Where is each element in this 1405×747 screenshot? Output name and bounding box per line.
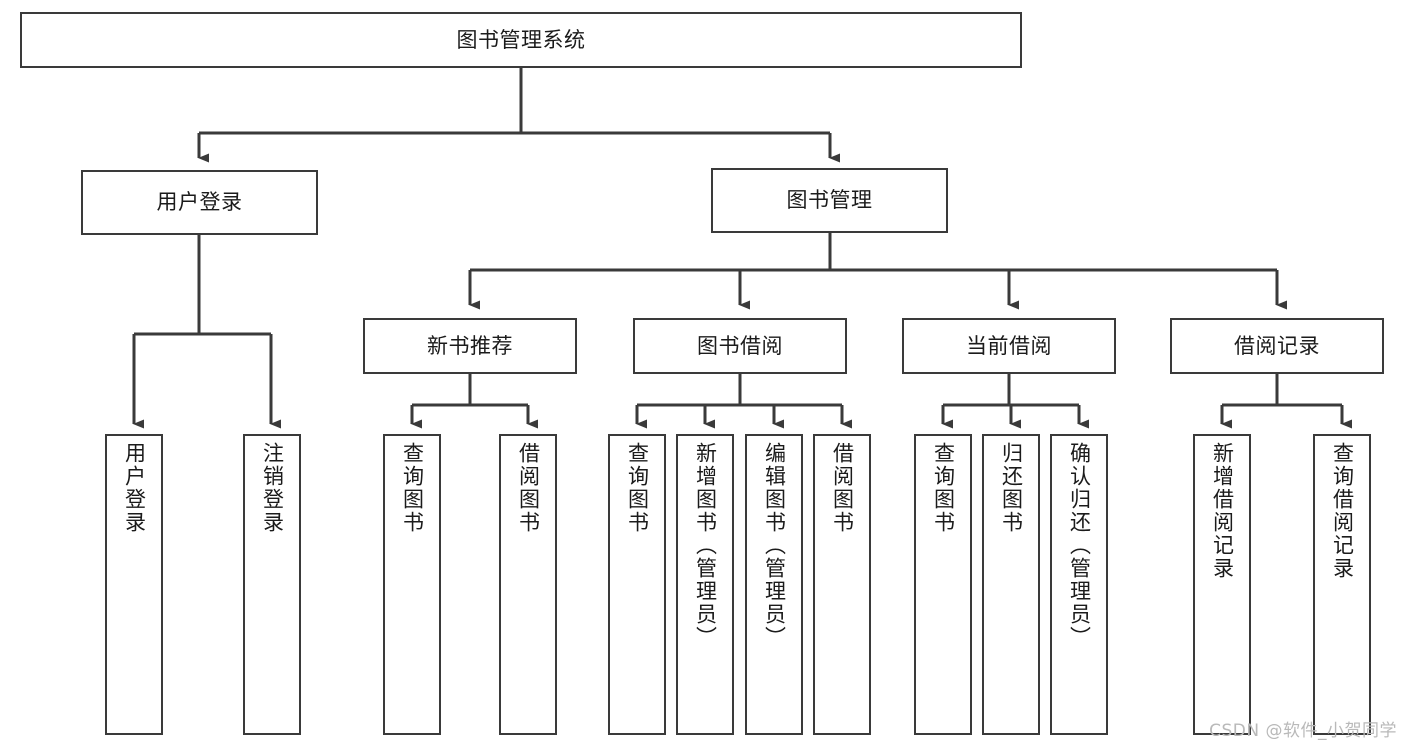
leaf-borrow-book-1[interactable]: 借阅图书 bbox=[499, 434, 557, 735]
leaf-query-book-2[interactable]: 查询图书 bbox=[608, 434, 666, 735]
watermark-text: CSDN @软件_小贺同学 bbox=[1209, 721, 1397, 741]
leaf-user-logout[interactable]: 注销登录 bbox=[243, 434, 301, 735]
node-current-borrow[interactable]: 当前借阅 bbox=[902, 318, 1116, 374]
node-label: 图书管理系统 bbox=[456, 27, 586, 52]
node-root-system[interactable]: 图书管理系统 bbox=[20, 12, 1022, 68]
leaf-confirm-return-admin[interactable]: 确认归还（管理员） bbox=[1050, 434, 1108, 735]
node-label: 图书借阅 bbox=[697, 333, 783, 358]
node-label: 新书推荐 bbox=[427, 333, 513, 358]
node-label: 查询图书 bbox=[931, 442, 956, 534]
leaf-add-borrow-record[interactable]: 新增借阅记录 bbox=[1193, 434, 1251, 735]
node-label: 查询借阅记录 bbox=[1330, 442, 1355, 580]
node-label: 借阅图书 bbox=[516, 442, 541, 534]
node-label: 查询图书 bbox=[400, 442, 425, 534]
node-label: 用户登录 bbox=[122, 442, 147, 534]
node-label: 注销登录 bbox=[260, 442, 285, 534]
node-label: 当前借阅 bbox=[966, 333, 1052, 358]
leaf-query-book-1[interactable]: 查询图书 bbox=[383, 434, 441, 735]
leaf-add-book-admin[interactable]: 新增图书（管理员） bbox=[676, 434, 734, 735]
node-label: 编辑图书（管理员） bbox=[762, 442, 787, 649]
node-label: 新增图书（管理员） bbox=[693, 442, 718, 649]
leaf-return-book[interactable]: 归还图书 bbox=[982, 434, 1040, 735]
node-label: 确认归还（管理员） bbox=[1067, 442, 1092, 649]
node-book-borrow[interactable]: 图书借阅 bbox=[633, 318, 847, 374]
leaf-borrow-book-2[interactable]: 借阅图书 bbox=[813, 434, 871, 735]
node-label: 图书管理 bbox=[786, 188, 873, 213]
node-label: 借阅记录 bbox=[1234, 333, 1320, 358]
leaf-query-borrow-record[interactable]: 查询借阅记录 bbox=[1313, 434, 1371, 735]
node-label: 查询图书 bbox=[625, 442, 650, 534]
node-new-book-recommend[interactable]: 新书推荐 bbox=[363, 318, 577, 374]
node-label: 借阅图书 bbox=[830, 442, 855, 534]
leaf-query-book-3[interactable]: 查询图书 bbox=[914, 434, 972, 735]
node-book-management[interactable]: 图书管理 bbox=[711, 168, 948, 233]
node-user-login[interactable]: 用户登录 bbox=[81, 170, 318, 235]
node-borrow-record[interactable]: 借阅记录 bbox=[1170, 318, 1384, 374]
node-label: 用户登录 bbox=[156, 190, 243, 215]
node-label: 新增借阅记录 bbox=[1210, 442, 1235, 580]
node-label: 归还图书 bbox=[999, 442, 1024, 534]
leaf-edit-book-admin[interactable]: 编辑图书（管理员） bbox=[745, 434, 803, 735]
leaf-user-login[interactable]: 用户登录 bbox=[105, 434, 163, 735]
